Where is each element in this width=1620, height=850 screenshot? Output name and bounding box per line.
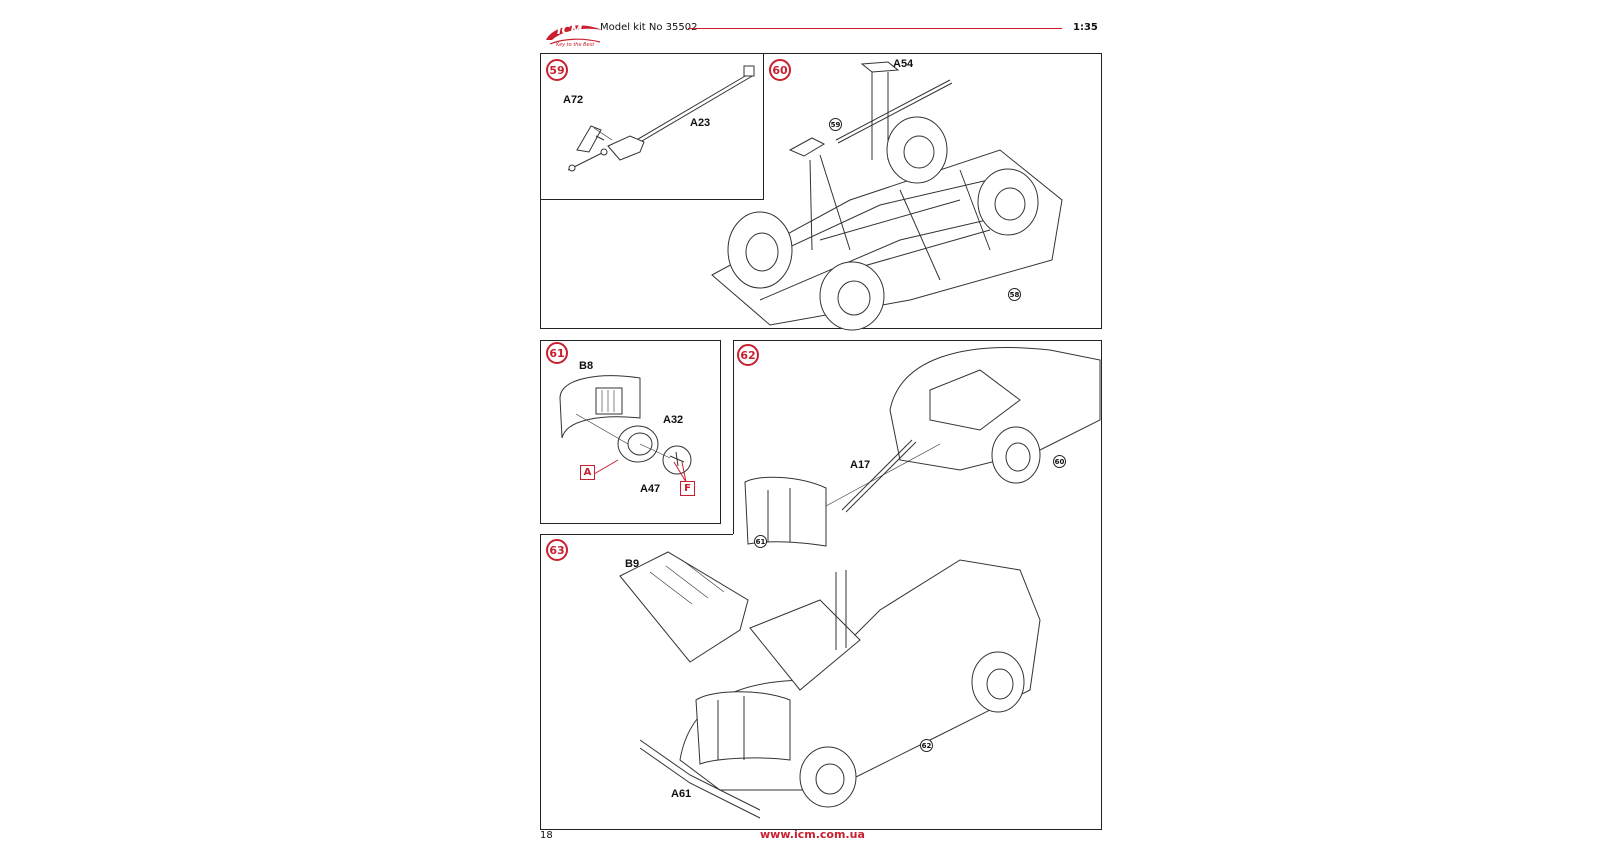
part-label-a61: A61 <box>671 788 692 800</box>
ref-step-61: 61 <box>754 535 767 548</box>
part-label-a32: A32 <box>663 414 684 426</box>
ref-step-59: 59 <box>829 118 842 131</box>
step-61-paint-leaders <box>594 460 686 482</box>
step-61-badge: 61 <box>546 342 568 364</box>
step-60-drawing <box>712 62 1062 330</box>
paint-ref-f: F <box>680 481 695 496</box>
part-label-a17: A17 <box>850 459 871 471</box>
ref-step-58: 58 <box>1008 288 1021 301</box>
part-label-b8: B8 <box>579 360 594 372</box>
page-number: 18 <box>540 830 553 841</box>
ref-step-62: 62 <box>920 739 933 752</box>
part-label-b9: B9 <box>625 558 640 570</box>
panel-step-59 <box>540 53 764 200</box>
step-62-drawing <box>745 348 1100 547</box>
step-59-drawing <box>568 66 754 171</box>
step-62-badge: 62 <box>737 344 759 366</box>
scale-label: 1:35 <box>1073 22 1098 33</box>
ref-step-60: 60 <box>1053 455 1066 468</box>
paint-ref-a: A <box>580 465 595 480</box>
part-label-a23: A23 <box>690 117 711 129</box>
panel-63-top-border <box>540 534 733 535</box>
step-59-badge: 59 <box>546 59 568 81</box>
header-rule <box>688 28 1062 29</box>
part-label-a72: A72 <box>563 94 584 106</box>
footer-url[interactable]: www.icm.com.ua <box>760 828 865 841</box>
model-kit-title: Model kit No 35502 <box>600 22 698 33</box>
icm-logo-mark <box>546 25 602 52</box>
step-60-badge: 60 <box>769 59 791 81</box>
logo-tagline: Key to the Best <box>556 42 595 48</box>
part-label-a54: A54 <box>893 58 914 70</box>
step-63-drawing <box>620 552 1040 818</box>
step-61-drawing <box>560 376 691 474</box>
icm-logo: ICM Key to the Best <box>540 18 606 52</box>
part-label-a47: A47 <box>640 483 661 495</box>
step-63-badge: 63 <box>546 539 568 561</box>
logo-text: ICM <box>557 23 583 37</box>
